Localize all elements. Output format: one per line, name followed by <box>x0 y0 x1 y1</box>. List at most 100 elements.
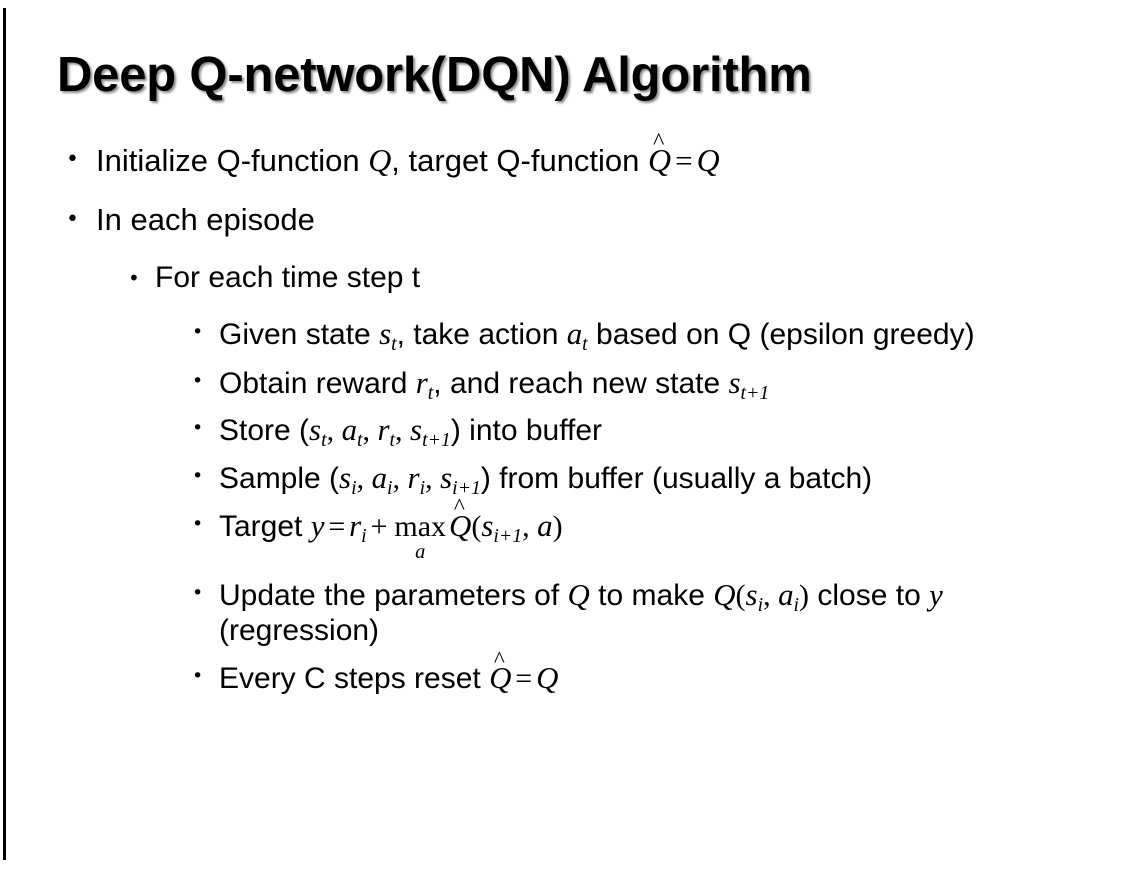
bullet-item-sample-batch: • Sample (si, ai, ri, si+1) from buffer … <box>192 460 1124 500</box>
left-edge-rule <box>3 8 6 860</box>
text-run: Given state <box>219 317 380 351</box>
math-max-underscript: a <box>415 541 426 564</box>
math-var-y: y <box>310 507 325 543</box>
math-sub-i-plus-1: i+1 <box>493 524 523 547</box>
math-var-qhat-base: Q <box>449 507 472 543</box>
hat-accent-icon: ^ <box>453 494 465 521</box>
math-comma: , <box>425 462 441 496</box>
math-sub-t: t <box>391 332 397 355</box>
hat-accent-icon: ^ <box>493 646 505 673</box>
text-run: close to <box>809 578 930 612</box>
math-var-qhat-base: Q <box>489 660 512 696</box>
bullet-text: Store (st, at, rt, st+1) into buffer <box>219 412 1099 452</box>
text-run: ) into buffer <box>450 414 603 448</box>
bullet-dot-icon: • <box>192 512 204 535</box>
math-equals: = <box>675 143 693 178</box>
math-paren-close: ) <box>552 509 563 543</box>
math-sub-t: t <box>427 381 434 404</box>
math-sub: i <box>351 477 357 500</box>
text-run: , take action <box>396 317 567 351</box>
bullet-item-obtain-reward: • Obtain reward rt, and reach new state … <box>192 364 1124 404</box>
math-var-r: r <box>415 364 428 400</box>
math-comma: , <box>395 414 411 448</box>
page-title: Deep Q-network(DQN) Algorithm <box>57 48 812 102</box>
text-run: ) from buffer (usually a batch) <box>480 462 873 496</box>
math-var-a: a <box>778 576 794 612</box>
bullet-dot-icon: • <box>192 665 204 688</box>
bullet-item-update-parameters: • Update the parameters of Q to make Q(s… <box>192 577 1124 649</box>
text-run: Update the parameters of <box>219 578 568 612</box>
math-var-q: Q <box>368 143 392 178</box>
math-var-a: a <box>341 412 358 448</box>
math-comma: , <box>326 414 342 448</box>
text-run: Every C steps reset <box>219 662 490 696</box>
math-max-label: max <box>394 509 447 543</box>
bullet-item-initialize: • Initialize Q-function Q, target Q-func… <box>66 129 1124 179</box>
bullet-dot-icon: • <box>192 465 204 488</box>
math-var-s: s <box>745 576 758 612</box>
bullet-item-reset-target-network: • Every C steps reset ^Q=Q <box>192 648 1124 697</box>
math-var-a: a <box>566 315 583 351</box>
text-run: , target Q-function <box>391 143 649 178</box>
math-var-qhat: ^Q <box>449 495 472 545</box>
math-equals: = <box>515 662 533 696</box>
bullet-dot-icon: • <box>192 320 204 343</box>
math-plus: + <box>370 509 388 543</box>
bullet-item-given-state: • Given state st, take action at based o… <box>192 315 1124 355</box>
math-sub: t <box>357 429 363 452</box>
text-run: Target <box>219 509 311 543</box>
math-comma: , <box>763 578 779 612</box>
math-comma: , <box>522 509 538 543</box>
math-var-q: Q <box>536 660 559 696</box>
bullet-dot-icon: • <box>66 147 79 172</box>
math-sub: i <box>387 477 393 500</box>
math-var-y: y <box>929 576 943 612</box>
math-var-q2: Q <box>696 143 720 178</box>
math-var-s-next: s <box>440 460 453 496</box>
math-sub: i+1 <box>452 477 481 500</box>
text-run: to make <box>589 578 714 612</box>
bullet-dot-icon: • <box>192 581 204 604</box>
math-var-qhat-base: Q <box>648 143 672 178</box>
math-var-s-next: s <box>410 412 423 448</box>
bullet-dot-icon: • <box>192 369 204 392</box>
math-sub: t <box>389 429 396 452</box>
math-sub-i: i <box>361 524 367 547</box>
bullet-dot-icon: • <box>128 266 140 290</box>
math-comma: , <box>356 462 372 496</box>
math-sub: t+1 <box>422 429 451 452</box>
bullet-text: In each episode <box>96 202 315 238</box>
math-paren-close: ) <box>799 578 810 612</box>
bullet-item-for-each-time-step: • For each time step t <box>128 261 1124 296</box>
text-run: Sample ( <box>219 462 340 496</box>
math-sub-i: i <box>757 593 764 616</box>
math-paren-open: ( <box>735 578 746 612</box>
bullet-text: Every C steps reset ^Q=Q <box>219 648 1099 697</box>
bullet-text: Obtain reward rt, and reach new state st… <box>219 364 1099 404</box>
bullet-item-in-each-episode: • In each episode <box>66 202 1124 238</box>
math-sub-t: t <box>582 332 588 355</box>
text-run: based on Q (epsilon greedy) <box>587 317 975 351</box>
bullet-dot-icon: • <box>66 207 79 233</box>
math-var-s: s <box>339 460 352 496</box>
math-var-s: s <box>728 364 741 400</box>
math-var-a: a <box>371 460 388 496</box>
slide-body: • Initialize Q-function Q, target Q-func… <box>0 129 1124 708</box>
bullet-item-store-transition: • Store (st, at, rt, st+1) into buffer <box>192 412 1124 452</box>
math-sub: t <box>321 429 327 452</box>
math-paren-open: ( <box>471 509 482 543</box>
math-equals: = <box>328 509 346 543</box>
bullet-text: Update the parameters of Q to make Q(si,… <box>219 577 1099 649</box>
bullet-dot-icon: • <box>192 417 204 440</box>
bullet-text: For each time step t <box>155 261 421 294</box>
text-run: Initialize Q-function <box>96 143 369 178</box>
math-sub-i: i <box>793 593 800 616</box>
math-var-s: s <box>379 315 392 351</box>
math-var-q2: Q <box>713 576 736 612</box>
bullet-text: Sample (si, ai, ri, si+1) from buffer (u… <box>219 460 1099 500</box>
math-var-qhat: ^Q <box>648 129 672 179</box>
math-comma: , <box>362 414 378 448</box>
text-run: Store ( <box>219 414 310 448</box>
